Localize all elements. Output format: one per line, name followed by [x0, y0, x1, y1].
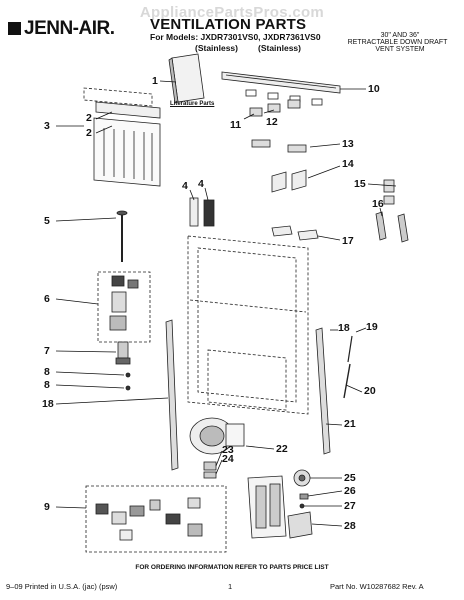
callout-17: 17	[342, 235, 354, 247]
watermark: AppliancePartsPros.com	[139, 4, 325, 21]
callout-12: 12	[266, 116, 278, 128]
link-20-part	[343, 363, 351, 399]
page-title: VENTILATION PARTS	[150, 16, 307, 33]
screws-8-part	[125, 372, 131, 391]
cover-28-part	[287, 511, 313, 539]
callout-18-right: 18	[338, 322, 350, 334]
threaded-rod-5-part	[116, 210, 128, 262]
page-number: 1	[228, 582, 233, 591]
motor-7-part	[115, 341, 131, 365]
ordering-note: FOR ORDERING INFORMATION REFER TO PARTS …	[135, 564, 329, 571]
callout-4a: 4	[182, 180, 188, 192]
side-rail-18-right-part	[315, 327, 331, 455]
hardware-kit-9-part	[85, 485, 227, 553]
screw-27-part	[299, 503, 305, 509]
callout-13: 13	[342, 138, 354, 150]
callout-4b: 4	[198, 178, 204, 190]
switch-15-part	[383, 179, 395, 205]
spacer-26-part	[299, 493, 309, 500]
callout-15: 15	[354, 178, 366, 190]
system-line-1: 30" AND 36"	[380, 32, 420, 39]
brand-name: JENN-AIR.	[24, 18, 115, 39]
callout-27: 27	[344, 500, 356, 512]
callout-16: 16	[372, 198, 384, 210]
callout-14: 14	[342, 158, 354, 170]
callout-20: 20	[364, 385, 376, 397]
top-trim-rail-part	[221, 71, 341, 106]
blower-22-part	[189, 417, 245, 455]
callout-25: 25	[344, 472, 356, 484]
filter-2-part	[93, 101, 161, 187]
link-19-part	[347, 335, 353, 363]
callout-8b: 8	[44, 379, 50, 391]
callout-26: 26	[344, 485, 356, 497]
pulley-25-part	[293, 469, 311, 487]
callout-6: 6	[44, 293, 50, 305]
side-rail-18-left-part	[165, 319, 179, 471]
models-line: For Models: JXDR7301VS0, JXDR7361VS0	[150, 32, 321, 42]
main-housing-part	[187, 235, 309, 415]
system-line-2: RETRACTABLE DOWN DRAFT	[347, 39, 448, 46]
finish-left: (Stainless)	[195, 43, 238, 53]
cover-3-part	[83, 87, 153, 107]
system-line-3: VENT SYSTEM	[375, 46, 425, 53]
callout-10: 10	[368, 83, 380, 95]
callout-18-left: 18	[42, 398, 54, 410]
callout-19: 19	[366, 321, 378, 333]
print-info: 9–09 Printed in U.S.A. (jac) (psw)	[6, 582, 118, 591]
control-board-part	[247, 475, 287, 539]
callout-9: 9	[44, 501, 50, 513]
brand-logo: JENN-AIR.	[8, 18, 115, 40]
plates-17-part	[271, 225, 319, 241]
leader-lines	[55, 80, 397, 527]
callout-22: 22	[276, 443, 288, 455]
part-number: Part No. W10287682 Rev. A	[330, 582, 424, 591]
literature-parts-label: Literature Parts	[170, 101, 215, 107]
callout-28: 28	[344, 520, 356, 532]
callout-7: 7	[44, 345, 50, 357]
callout-8a: 8	[44, 366, 50, 378]
side-trims-4-part	[189, 197, 215, 227]
brand-mark-icon	[8, 22, 21, 35]
brackets-11-12-part	[249, 99, 301, 117]
gear-assembly-6-part	[97, 271, 151, 343]
literature-booklet-part	[168, 53, 205, 104]
callout-2b: 2	[86, 127, 92, 139]
callout-11: 11	[230, 119, 242, 131]
clips-13-part	[251, 139, 307, 153]
harness-16-part	[375, 211, 409, 243]
callout-24: 24	[222, 453, 234, 465]
callout-2a: 2	[86, 112, 92, 124]
guides-14-part	[271, 169, 307, 193]
finish-right: (Stainless)	[258, 43, 301, 53]
callout-21: 21	[344, 418, 356, 430]
brackets-23-24-part	[203, 461, 217, 479]
callout-3: 3	[44, 120, 50, 132]
callout-1: 1	[152, 75, 158, 87]
callout-5: 5	[44, 215, 50, 227]
callout-23: 23	[222, 444, 234, 456]
